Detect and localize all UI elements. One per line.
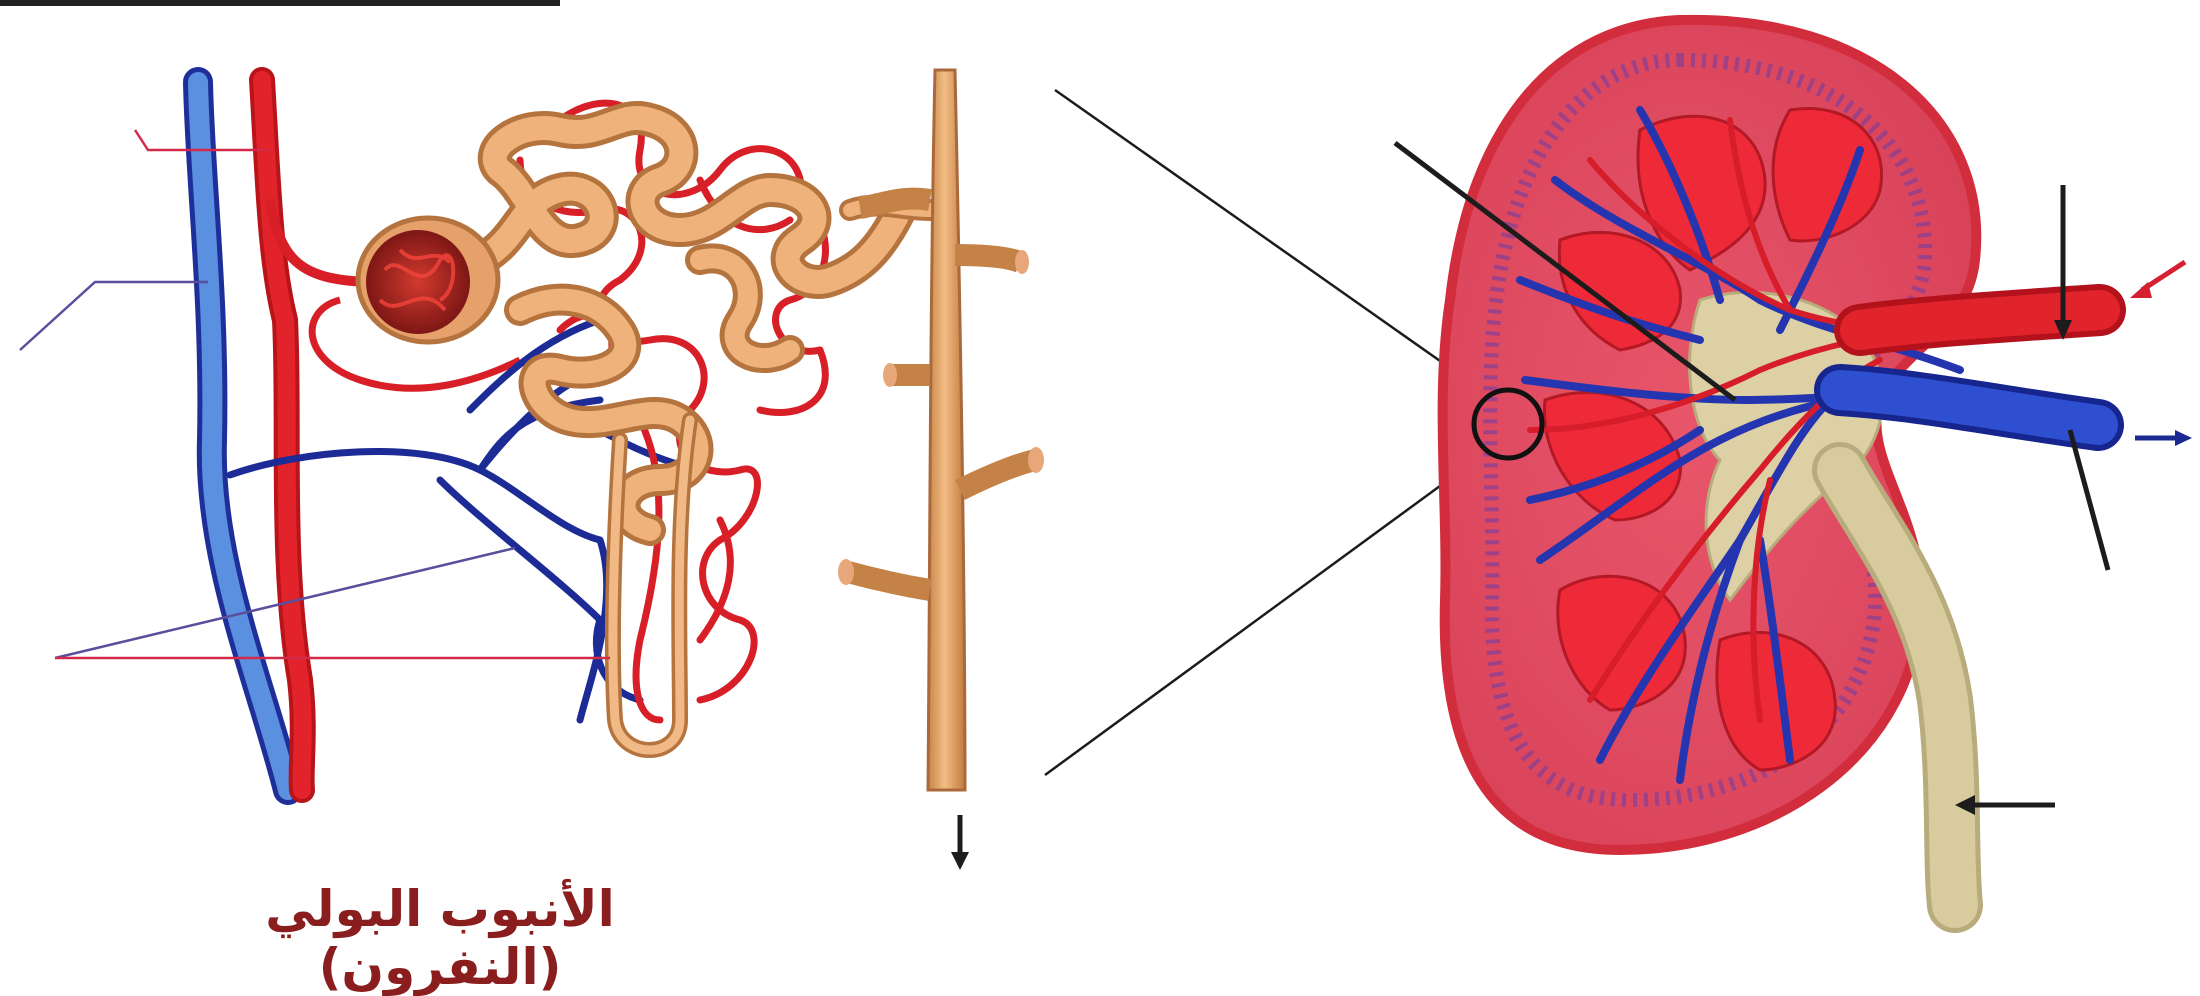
nephron-kidney-diagram xyxy=(0,0,2200,970)
down-arrow-icon xyxy=(951,815,969,870)
zoom-lines xyxy=(1045,90,1460,775)
top-left-dark-band xyxy=(0,0,560,6)
nephron-illustration xyxy=(20,70,1044,870)
collecting-duct xyxy=(838,70,1044,790)
incoming-red-arrow-icon xyxy=(2130,262,2185,298)
kidney-illustration xyxy=(1443,20,2100,905)
glomerulus xyxy=(366,230,470,334)
diagram-caption: الأنبوب البولي (النفرون) xyxy=(150,880,730,996)
